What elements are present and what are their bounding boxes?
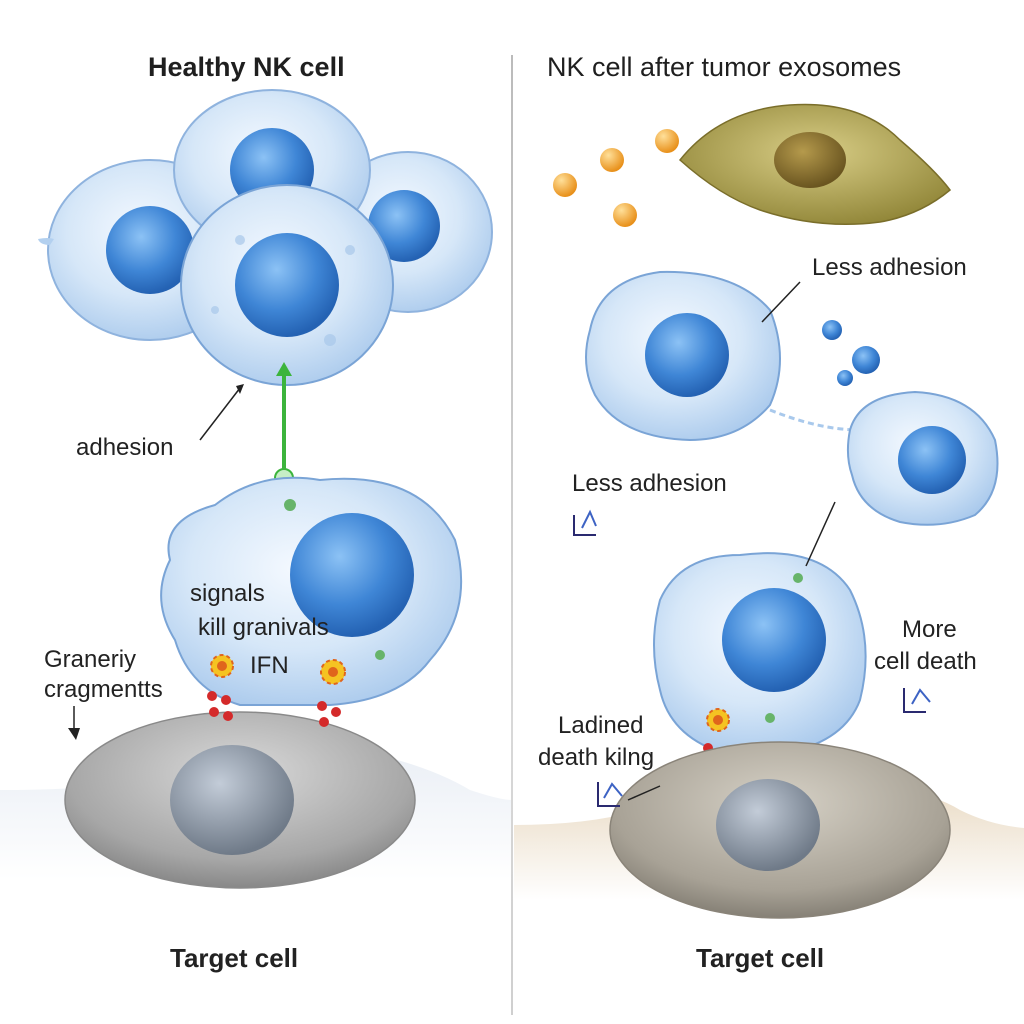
ifn-label: IFN bbox=[250, 652, 289, 679]
granule-fragments-label-line1: Graneriy bbox=[44, 646, 137, 673]
ladined-death-tick bbox=[597, 782, 661, 807]
left-cytokine-burst-1 bbox=[210, 654, 234, 678]
tumor-cell bbox=[678, 103, 952, 225]
less-adhesion-label-top: Less adhesion bbox=[812, 254, 967, 281]
right-target-cell-label: Target cell bbox=[696, 943, 825, 973]
left-target-cell-label: Target cell bbox=[170, 943, 299, 973]
right-cytokine-burst bbox=[706, 708, 730, 732]
left-granules-2 bbox=[317, 701, 341, 727]
more-cell-death-tick bbox=[903, 688, 931, 713]
less-adhesion-label-mid: Less adhesion bbox=[572, 470, 727, 497]
left-target-cell bbox=[0, 711, 512, 889]
right-less-adhesion-tick bbox=[573, 509, 597, 536]
left-adhesion-pointer bbox=[199, 384, 244, 441]
left-cytokine-burst-2 bbox=[320, 659, 346, 685]
left-nk-cell-cluster bbox=[38, 89, 493, 386]
left-attacking-nk-cell bbox=[160, 476, 463, 706]
kill-granules-label: kill granivals bbox=[198, 614, 329, 641]
right-nk-cell-2 bbox=[846, 390, 999, 526]
ladined-label-line2: death kilng bbox=[538, 744, 655, 771]
signals-label: signals bbox=[190, 580, 265, 607]
granule-fragments-label-line2: cragmentts bbox=[44, 676, 163, 703]
panel-divider bbox=[511, 55, 513, 1015]
right-panel-title: NK cell after tumor exosomes bbox=[547, 52, 902, 82]
adhesion-label: adhesion bbox=[76, 434, 174, 461]
left-granule-pointer bbox=[68, 706, 80, 740]
nk-cell-front bbox=[180, 184, 394, 386]
right-less-adhesion-pointer-top bbox=[761, 281, 801, 323]
ladined-label-line1: Ladined bbox=[558, 712, 644, 739]
right-attacking-nk-cell bbox=[653, 552, 867, 753]
left-granules-1 bbox=[207, 691, 233, 721]
more-cell-death-label-line1: More bbox=[902, 616, 957, 643]
tumor-exosomes bbox=[553, 129, 679, 227]
right-target-cell bbox=[514, 741, 1024, 919]
left-panel-title: Healthy NK cell bbox=[148, 52, 345, 82]
more-cell-death-label-line2: cell death bbox=[874, 648, 977, 675]
right-less-adhesion-pointer-mid bbox=[805, 501, 836, 567]
right-nk-cell-1 bbox=[585, 270, 781, 442]
